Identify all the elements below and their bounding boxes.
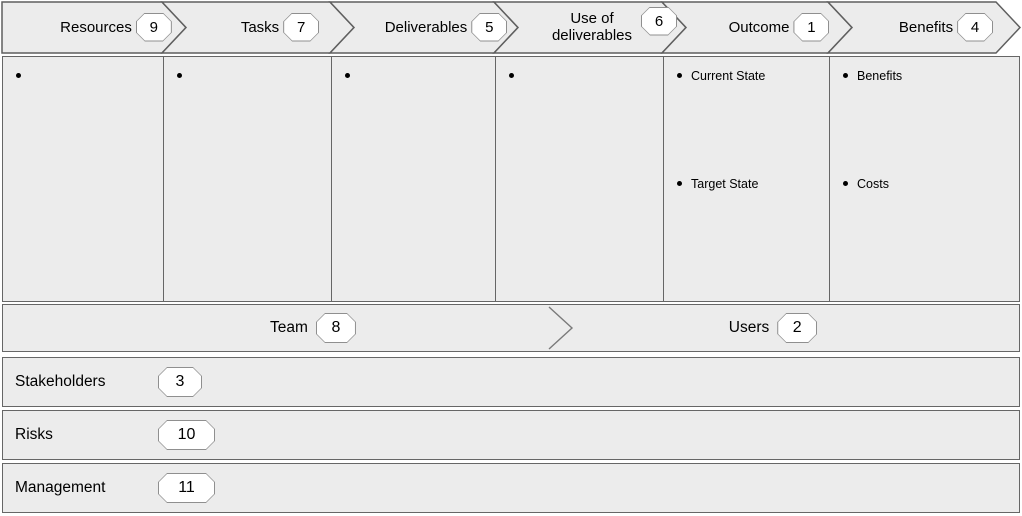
users-section: Users 2 (569, 305, 921, 351)
stage-number-badge: 5 (471, 13, 507, 42)
stage-number-badge: 9 (136, 13, 172, 42)
bullet-dot (177, 73, 182, 78)
stage-number-badge: 7 (283, 13, 319, 42)
stage-number-badge: 4 (957, 13, 993, 42)
empty-bullet (345, 68, 350, 78)
list-item: Target State (677, 176, 758, 192)
stage-outcome: Outcome 1 (662, 2, 852, 52)
column-use-of-deliverables (495, 57, 663, 301)
bullet-dot (677, 181, 682, 186)
stage-columns: Current State Target State Benefits Cost… (2, 56, 1020, 302)
stage-resources: Resources 9 (2, 2, 186, 52)
users-number-badge: 2 (777, 313, 817, 343)
column-benefits: Benefits Costs (829, 57, 1019, 301)
empty-bullet (16, 68, 21, 78)
list-item-label: Costs (857, 177, 889, 191)
team-users-band: Team 8 Users 2 (2, 304, 1020, 352)
list-item-label: Benefits (857, 69, 903, 83)
row-label: Stakeholders (15, 373, 106, 390)
stage-label: Tasks (240, 18, 280, 36)
stage-use-of-deliverables: Use of deliverables 6 (494, 2, 686, 52)
stage-tasks: Tasks 7 (162, 2, 354, 52)
stage-label: Resources (60, 18, 132, 36)
column-outcome: Current State Target State (663, 57, 829, 301)
column-resources (3, 57, 163, 301)
list-item-label: Target State (691, 177, 759, 191)
row-number-badge: 11 (158, 473, 215, 503)
bullet-dot (843, 181, 848, 186)
row-number-badge: 10 (158, 420, 215, 450)
risks-row: Risks 10 (2, 410, 1020, 460)
row-number-badge: 3 (158, 367, 202, 397)
bullet-dot (16, 73, 21, 78)
empty-bullet (177, 68, 182, 78)
stage-label: Use of deliverables (551, 10, 633, 44)
stage-number-badge: 6 (641, 7, 677, 36)
chevron-divider-icon (548, 306, 574, 350)
stage-label: Benefits (898, 18, 954, 36)
users-label: Users (728, 319, 770, 336)
column-deliverables (331, 57, 495, 301)
row-label: Management (15, 479, 106, 496)
bullet-dot (677, 73, 682, 78)
stage-label: Deliverables (384, 18, 468, 36)
row-label: Risks (15, 426, 53, 443)
bullet-dot (509, 73, 514, 78)
stage-label: Outcome (728, 18, 790, 36)
bullet-dot (843, 73, 848, 78)
list-item: Current State (677, 68, 765, 84)
team-section: Team 8 (3, 305, 569, 351)
column-tasks (163, 57, 331, 301)
list-item: Costs (843, 176, 889, 192)
stage-deliverables: Deliverables 5 (330, 2, 518, 52)
management-row: Management 11 (2, 463, 1020, 513)
stage-benefits: Benefits 4 (828, 2, 1020, 52)
bullet-dot (345, 73, 350, 78)
stakeholders-row: Stakeholders 3 (2, 357, 1020, 407)
team-number-badge: 8 (316, 313, 356, 343)
list-item: Benefits (843, 68, 902, 84)
list-item-label: Current State (691, 69, 766, 83)
stage-number-badge: 1 (793, 13, 829, 42)
empty-bullet (509, 68, 514, 78)
team-label: Team (270, 319, 308, 336)
